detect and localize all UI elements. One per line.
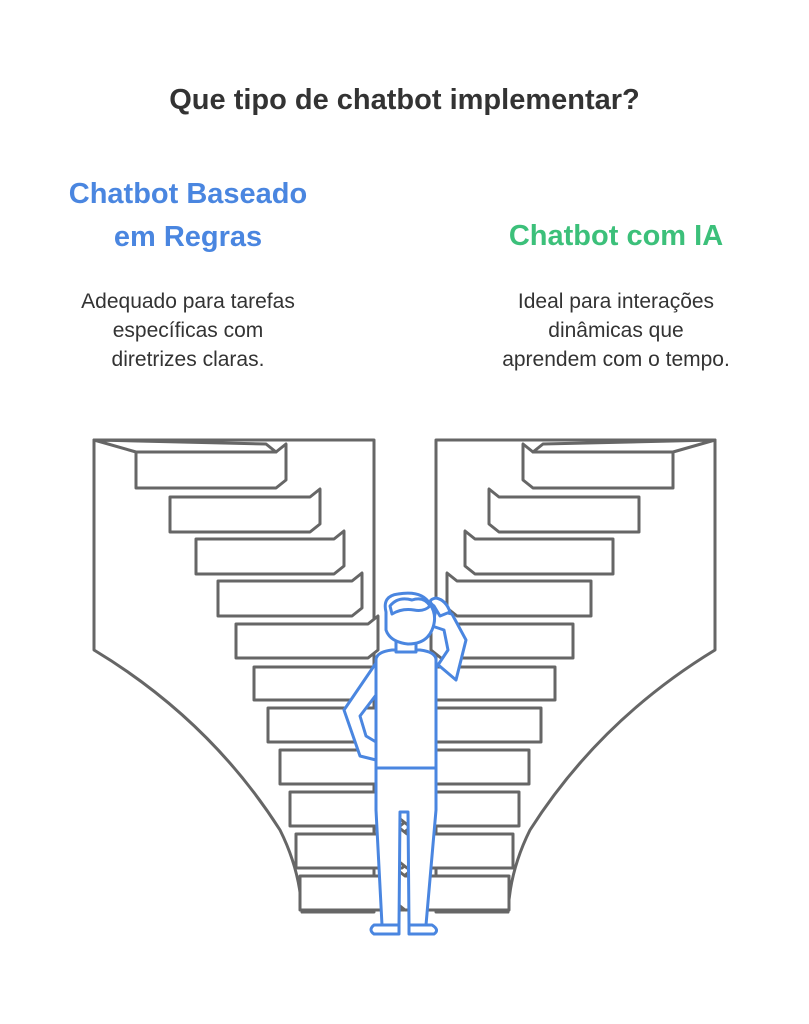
option-title-rule-based-line-2: em Regras [113,221,263,253]
option-title-ai-line-1: Chatbot com IA [508,220,724,252]
option-description-rule-based-line-3: diretrizes claras. [111,348,265,371]
left-stair-step [234,614,380,660]
option-description-ai: Ideal para interações dinâmicas que apre… [446,287,786,374]
option-title-ai: Chatbot com IA [456,215,776,258]
left-stair-step [216,571,364,618]
right-stair-top [531,438,717,454]
option-description-ai-line-2: dinâmicas que [548,319,684,342]
left-stair-step [168,487,322,534]
option-title-rule-based: Chatbot Baseado em Regras [28,173,348,259]
option-description-rule-based: Adequado para tarefas específicas com di… [18,287,358,374]
right-staircase-icon [393,438,717,914]
page-title: Que tipo de chatbot implementar? [169,84,640,116]
left-stair-top [92,438,278,454]
option-description-rule-based-line-2: específicas com [112,319,264,342]
left-staircase-icon [92,438,416,914]
option-description-rule-based-line-1: Adequado para tarefas [81,290,295,313]
right-stair-step [463,529,615,576]
thinking-person-icon [342,591,468,936]
option-description-ai-line-3: aprendem com o tempo. [502,348,730,371]
right-stair-step [487,487,641,534]
option-description-ai-line-1: Ideal para interações [517,290,715,313]
left-stair-step [194,529,346,576]
option-title-rule-based-line-1: Chatbot Baseado [68,178,308,210]
